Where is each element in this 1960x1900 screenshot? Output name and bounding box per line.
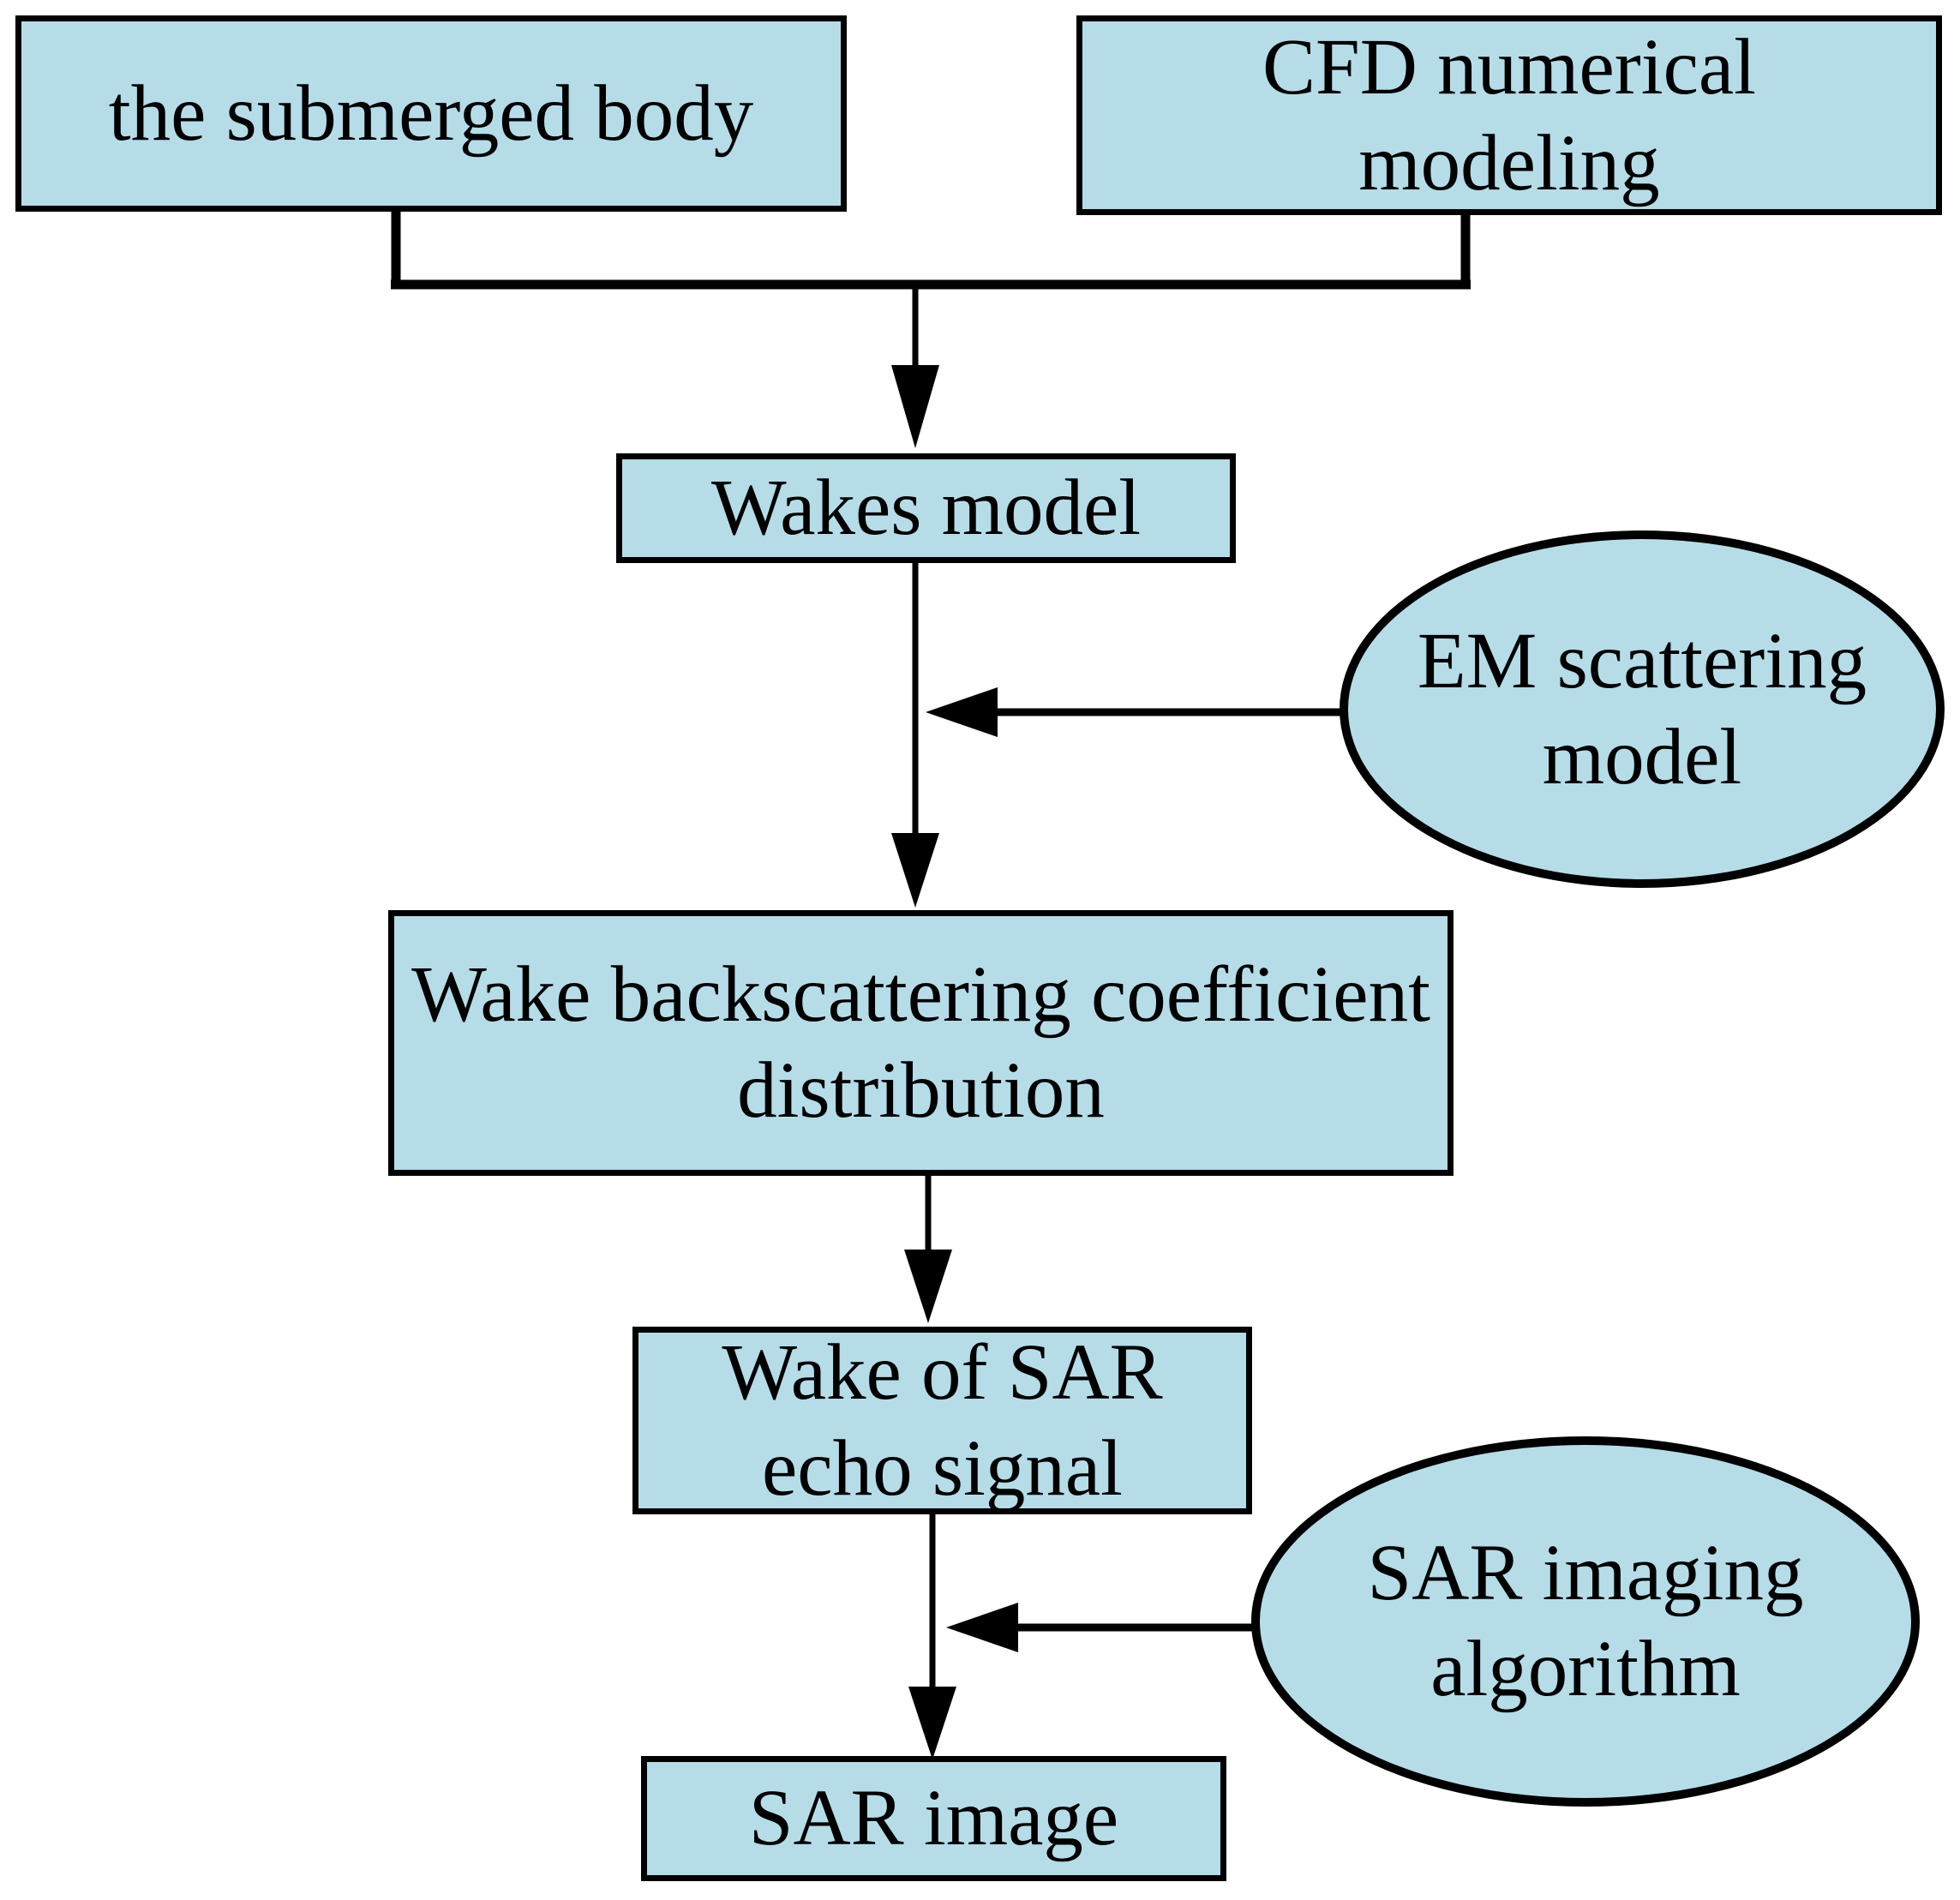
node-cfd-numerical-modeling: CFD numerical modeling: [1076, 15, 1942, 215]
echo-label-line1: Wake of SAR: [722, 1328, 1163, 1417]
echo-label-line2: echo signal: [762, 1424, 1123, 1513]
sar-imaging-label-line1: SAR imaging: [1367, 1529, 1804, 1618]
backscatter-label-line2: distribution: [737, 1046, 1105, 1135]
node-submerged-body: the submerged body: [15, 15, 847, 212]
arrowhead-merge-to-wakes: [891, 365, 939, 448]
em-scattering-label-line1: EM scattering: [1417, 616, 1867, 705]
node-wakes-model: Wakes model: [616, 453, 1236, 563]
em-scattering-label-line2: model: [1542, 712, 1742, 801]
merge-connector: [391, 211, 1471, 290]
node-wake-backscattering-distribution: Wake backscattering coefficient distribu…: [388, 910, 1454, 1176]
arrowhead-em-scattering: [926, 687, 998, 737]
arrowhead-echo-to-sarimage: [908, 1687, 956, 1759]
ellipse-em-scattering-model: EM scattering model: [1340, 530, 1945, 888]
backscatter-label-line1: Wake backscattering coefficient: [411, 950, 1430, 1040]
arrowhead-sar-imaging: [946, 1603, 1018, 1652]
arrowhead-wakes-to-backscatter: [891, 833, 939, 908]
sar-imaging-label-line2: algorithm: [1430, 1625, 1741, 1713]
ellipse-sar-imaging-algorithm: SAR imaging algorithm: [1251, 1436, 1920, 1807]
node-sar-image-label: SAR image: [748, 1774, 1119, 1863]
node-wakes-model-label: Wakes model: [710, 464, 1142, 553]
node-submerged-body-label: the submerged body: [108, 69, 754, 158]
node-sar-image: SAR image: [641, 1756, 1226, 1881]
node-cfd-label-line1: CFD numerical: [1262, 22, 1756, 111]
node-cfd-label-line2: modeling: [1358, 118, 1660, 207]
node-wake-sar-echo-signal: Wake of SAR echo signal: [632, 1327, 1252, 1514]
arrowhead-backscatter-to-echo: [904, 1250, 952, 1323]
